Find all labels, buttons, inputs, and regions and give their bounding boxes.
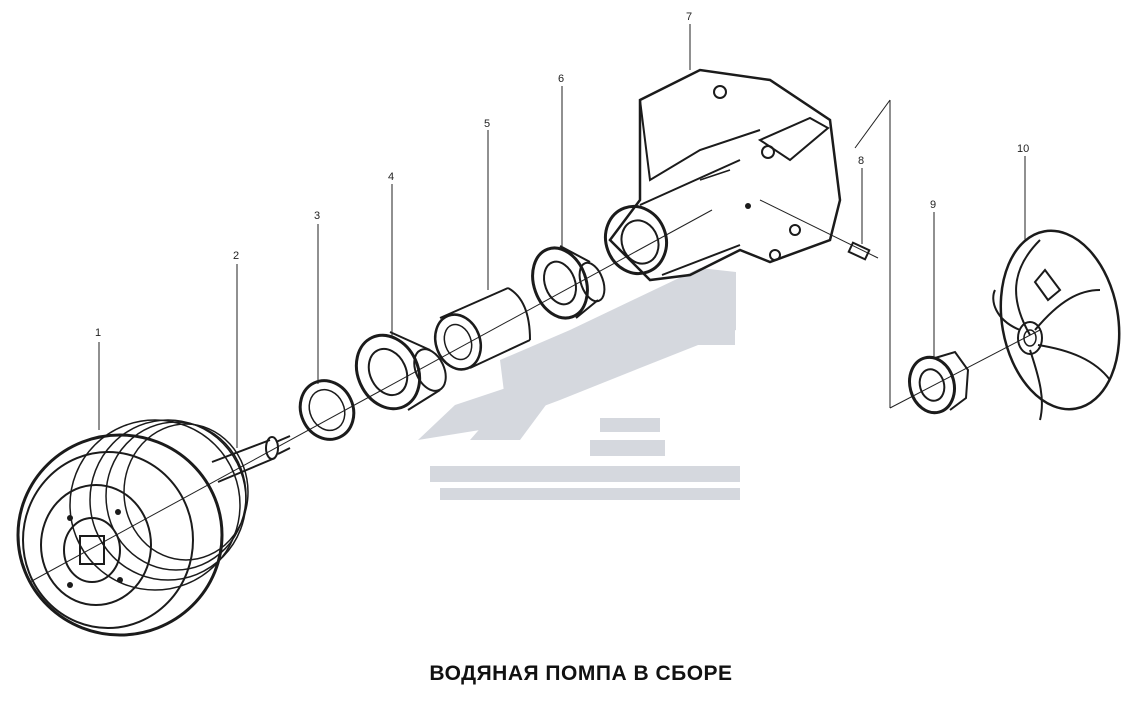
bearing-icon	[531, 245, 606, 320]
callout-number: 2	[233, 250, 239, 262]
callout-number: 4	[388, 171, 394, 183]
callout-number: 10	[1017, 143, 1029, 155]
assembly-axis	[29, 99, 1041, 583]
bearing-icon	[354, 331, 447, 411]
chevron-logo-icon	[418, 268, 740, 500]
callout-number: 9	[930, 199, 936, 211]
pump-housing-icon	[604, 68, 842, 282]
callout-number: 3	[314, 210, 320, 222]
callout-number: 6	[558, 73, 564, 85]
diagram-caption: ВОДЯНАЯ ПОМПА В СБОРЕ	[429, 662, 733, 685]
spacer-sleeve-icon	[433, 287, 531, 371]
callout-number: 8	[858, 155, 864, 167]
impeller-icon	[992, 229, 1121, 421]
pulley-icon	[16, 419, 249, 637]
seal-icon	[908, 350, 970, 415]
plug-icon	[847, 241, 871, 261]
callout-number: 1	[95, 327, 101, 339]
callout-number: 5	[484, 118, 490, 130]
shaft-icon	[211, 435, 291, 483]
washer-icon	[298, 379, 356, 441]
callout-leaders	[98, 24, 1026, 448]
callout-number: 7	[686, 11, 692, 23]
